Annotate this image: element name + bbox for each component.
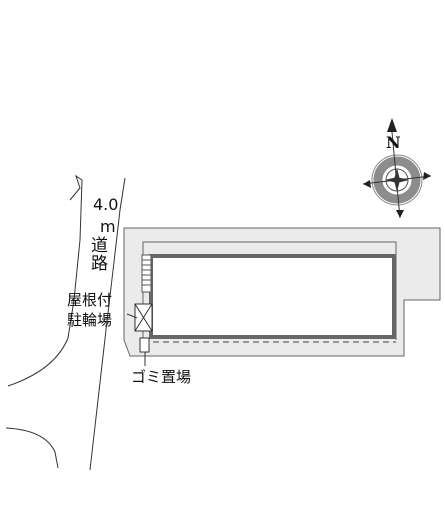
building	[149, 254, 396, 339]
bicycle-parking-label-line2: 駐輪場	[67, 311, 113, 329]
bicycle-parking	[134, 303, 153, 332]
road-edge-right	[89, 177, 126, 471]
road-edge-curve	[5, 427, 59, 469]
garbage-area	[139, 337, 150, 353]
garbage-area-label: ゴミ置場	[131, 368, 192, 386]
compass-rose-icon	[362, 118, 432, 219]
bicycle-parking-label-line1: 屋根付	[67, 291, 113, 309]
road-width-label: 4.0	[93, 195, 119, 214]
road-edge-left	[7, 174, 83, 387]
road-name-label: 道路	[87, 236, 107, 272]
road-unit-label: m	[100, 217, 116, 236]
bicycle-parking-leader	[126, 313, 138, 319]
compass-north-label: N	[386, 133, 401, 152]
stairs	[141, 254, 152, 293]
